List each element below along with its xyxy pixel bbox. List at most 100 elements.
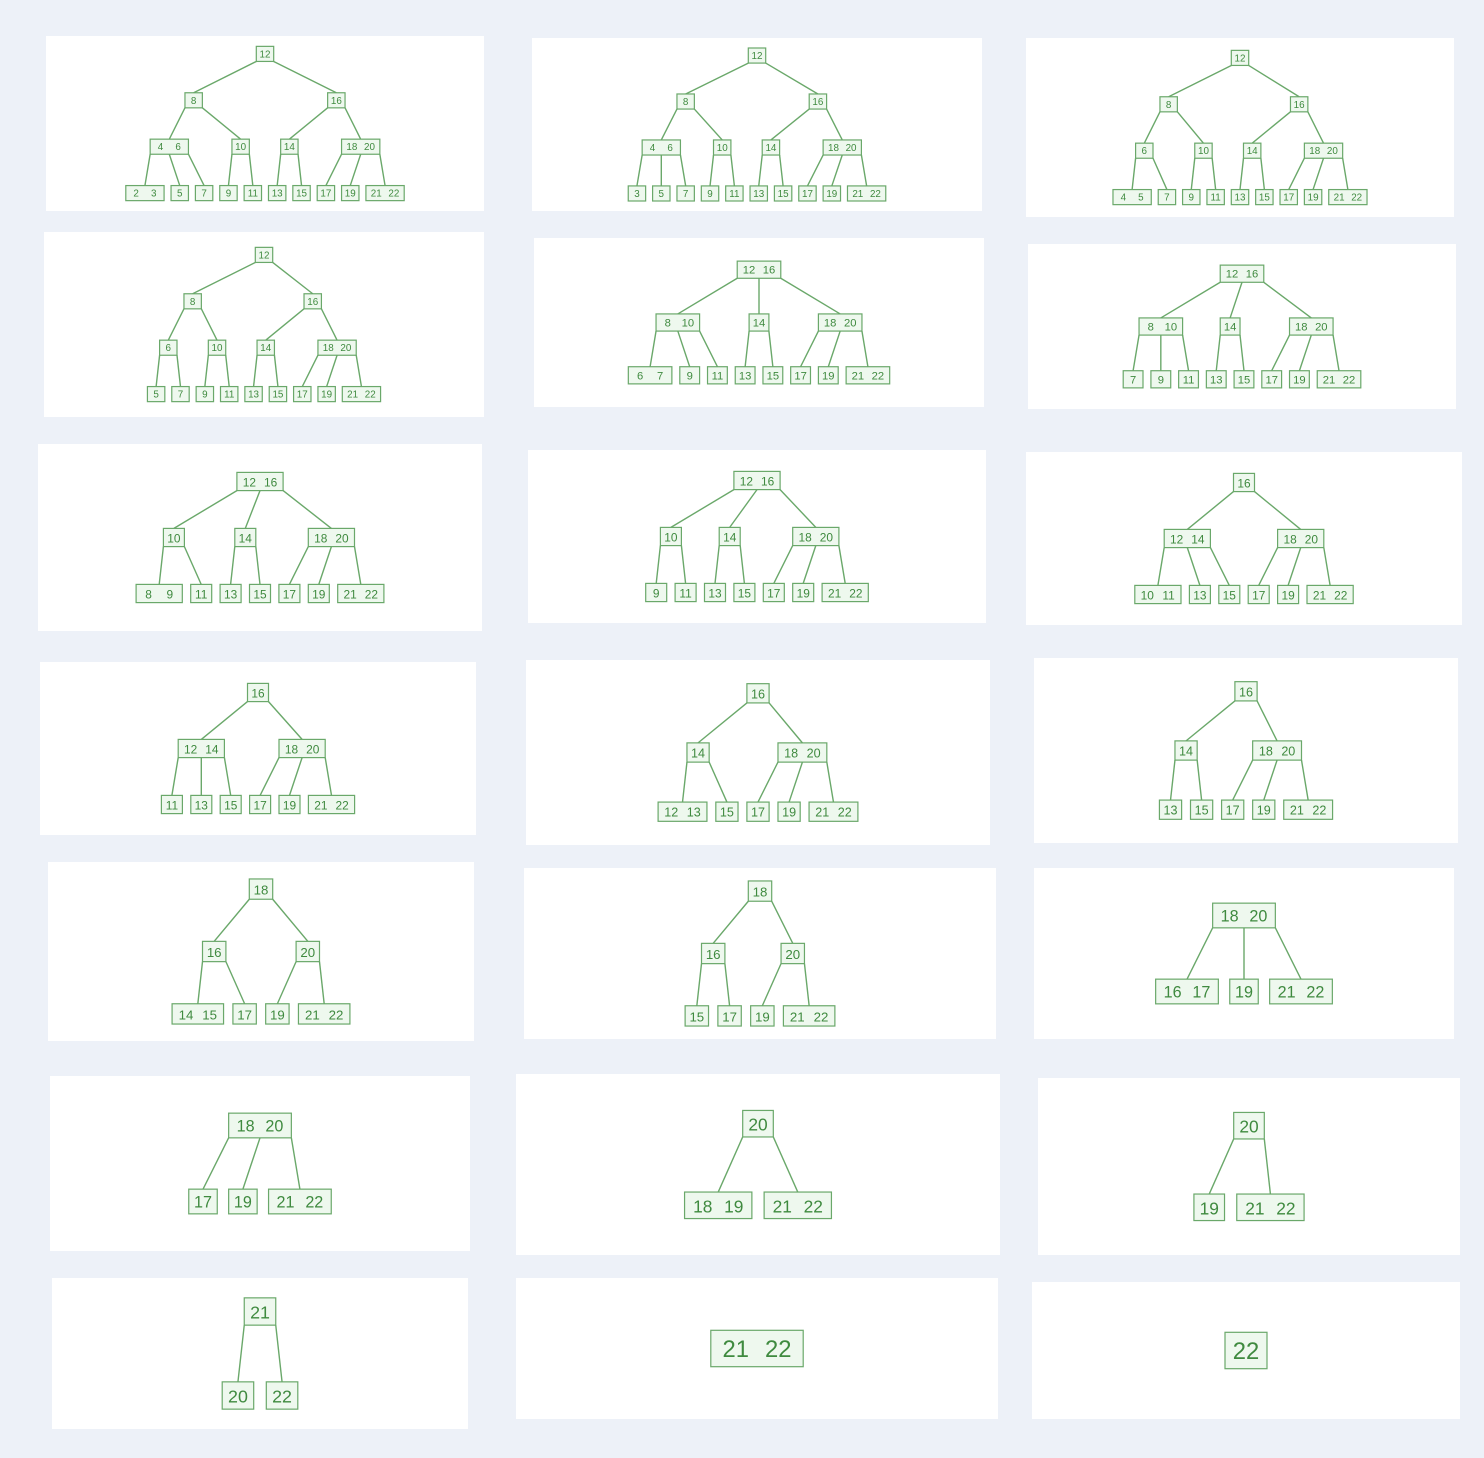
tree-node: 13 xyxy=(267,184,287,202)
node-key: 3 xyxy=(634,189,640,200)
node-box xyxy=(725,185,744,202)
tree-node: 16 xyxy=(327,92,346,109)
node-box xyxy=(1150,370,1172,389)
tree-node: 19 xyxy=(340,184,360,202)
node-box xyxy=(341,385,382,403)
node-box xyxy=(676,93,695,110)
node-box xyxy=(1138,317,1184,336)
node-box xyxy=(700,942,726,965)
node-key: 4 xyxy=(158,142,164,153)
node-key: 15 xyxy=(224,799,238,813)
node-box xyxy=(295,940,321,963)
node-box xyxy=(243,1297,277,1326)
tree-edge xyxy=(681,762,688,803)
tree-edge xyxy=(1258,547,1279,586)
tree-node: 10 xyxy=(659,526,682,547)
tree-edge xyxy=(757,761,779,803)
tree-node: 7 xyxy=(194,184,214,202)
tree-node: 19 xyxy=(822,185,842,202)
node-key: 17 xyxy=(297,390,308,401)
tree-edge xyxy=(838,545,846,584)
node-key: 19 xyxy=(321,390,332,401)
node-box xyxy=(188,1188,218,1215)
node-box xyxy=(307,527,356,548)
node-box xyxy=(171,385,190,403)
tree-node: 14 xyxy=(718,526,741,547)
node-box xyxy=(627,185,647,202)
node-key: 10 xyxy=(167,532,181,546)
tree-edge xyxy=(252,355,258,387)
node-key: 13 xyxy=(1164,804,1178,818)
node-key: 20 xyxy=(306,743,320,757)
tree-node: 17 xyxy=(717,1005,742,1027)
tree-edge xyxy=(771,900,794,944)
node-box xyxy=(1288,370,1310,389)
node-key: 19 xyxy=(755,1009,770,1024)
tree-node: 17 xyxy=(1220,799,1245,820)
tree-node: 19 xyxy=(750,1005,775,1027)
tree-node: 19 xyxy=(307,583,330,604)
node-key: 8 xyxy=(145,588,152,602)
tree-edge xyxy=(827,330,841,367)
node-box xyxy=(736,260,782,279)
node-box xyxy=(822,139,862,156)
node-box xyxy=(718,526,741,547)
node-box xyxy=(641,139,682,156)
tree-edge xyxy=(288,107,329,140)
tree-node: 13 xyxy=(1205,370,1227,389)
tree-node: 13 xyxy=(1230,188,1250,206)
tree-edge xyxy=(1168,64,1232,98)
node-key: 7 xyxy=(1130,374,1136,386)
node-key: 4 xyxy=(650,143,656,154)
tree-edge xyxy=(788,761,804,803)
tree-node: 14 xyxy=(234,527,257,548)
node-box xyxy=(1188,584,1211,605)
node-box xyxy=(327,92,346,109)
node-key: 8 xyxy=(683,97,689,108)
node-key: 12 xyxy=(743,265,755,277)
tree-node: 17 xyxy=(798,185,817,202)
node-key: 20 xyxy=(820,531,834,545)
node-key: 22 xyxy=(849,587,863,601)
node-box xyxy=(1174,740,1198,761)
node-key: 20 xyxy=(807,747,821,761)
node-key: 17 xyxy=(751,806,765,820)
node-box xyxy=(194,184,214,202)
tree-edge xyxy=(1160,281,1221,319)
tree-edge xyxy=(324,757,333,796)
tree-node: 18 xyxy=(248,878,274,900)
node-box xyxy=(762,582,785,603)
node-key: 11 xyxy=(1162,589,1175,603)
node-box xyxy=(1255,188,1274,206)
node-key: 16 xyxy=(264,476,278,490)
node-key: 20 xyxy=(300,945,315,960)
node-key: 19 xyxy=(1200,1198,1219,1218)
node-key: 21 xyxy=(1278,984,1296,1002)
node-key: 15 xyxy=(1259,193,1270,204)
node-key: 21 xyxy=(344,588,358,602)
node-box xyxy=(674,582,697,603)
node-key: 11 xyxy=(166,799,179,813)
node-key: 17 xyxy=(1192,984,1210,1002)
tree-edge xyxy=(739,545,746,584)
tree-edge xyxy=(227,154,233,186)
node-key: 17 xyxy=(194,1194,212,1212)
node-box xyxy=(1232,472,1256,493)
tree-node: 15 xyxy=(292,184,311,202)
tree-edge xyxy=(272,898,309,942)
tree-node: 7 xyxy=(171,385,190,403)
node-box xyxy=(1261,370,1283,389)
node-key: 5 xyxy=(177,189,183,200)
node-box xyxy=(763,1191,833,1220)
